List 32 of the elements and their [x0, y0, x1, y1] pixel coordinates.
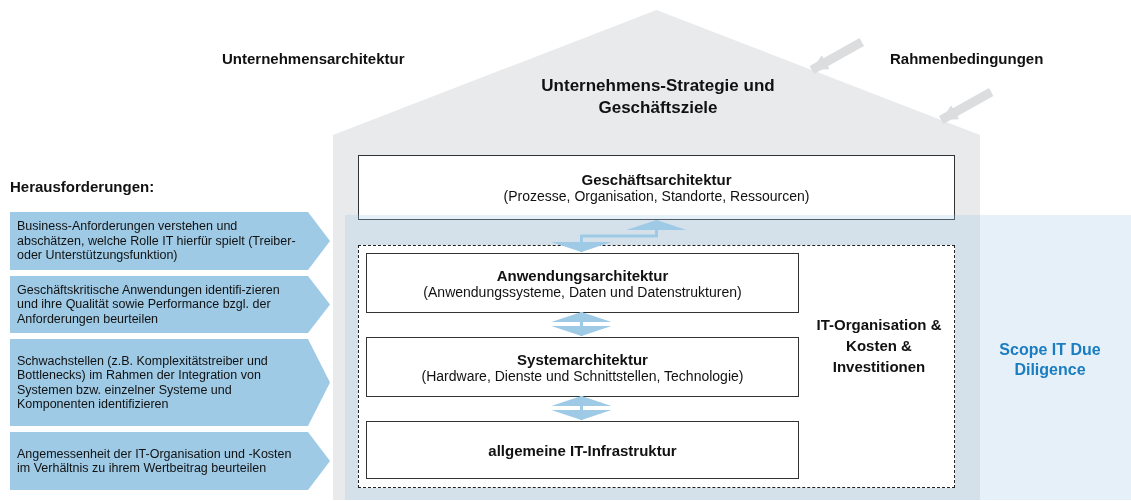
layer-title: allgemeine IT-Infrastruktur [488, 441, 677, 459]
layer-box [366, 253, 799, 313]
layer-box [358, 155, 955, 220]
challenge-tag [10, 432, 330, 490]
arrow [939, 88, 994, 124]
challenge-text: Angemessenheit der IT-Organisation und -Kosten im Verhältnis zu ihrem Wertbeitrag beurteilen [17, 446, 293, 476]
dashed-frame [358, 245, 955, 488]
heading-label: Herausforderungen: [10, 178, 155, 195]
layer-title: Anwendungsarchitektur [496, 266, 669, 284]
challenge-text: Schwachstellen (z.B. Komplexitätstreiber und Bottlenecks) im Rahmen der Integration von Systemen bzw. einzelner Systeme und Komponenten identifizieren [17, 353, 269, 412]
challenge-tag [10, 212, 330, 270]
layer-title: Geschäftsarchitektur [581, 171, 732, 188]
arrow [809, 38, 864, 74]
layer-title: Systemarchitektur [517, 350, 648, 368]
heading-label: Unternehmensarchitektur [222, 50, 405, 67]
arrow [551, 220, 687, 252]
heading-label: Rahmenbedingungen [890, 50, 1044, 67]
layer-description: (Prozesse, Organisation, Standorte, Ressourcen) [503, 188, 810, 204]
layer-box [366, 337, 799, 397]
frame-label: IT-Organisation & Kosten & Investitionen [815, 315, 943, 377]
layer-box [366, 421, 799, 479]
roof-title: Unternehmens-Strategie und Geschäftsziele [540, 75, 776, 119]
layer-description: (Hardware, Dienste und Schnittstellen, Technologie) [421, 367, 744, 384]
challenge-text: Business-Anforderungen verstehen und abschätzen, welche Rolle IT hierfür spielt (Treiber- oder Unterstützungsfunktion) [17, 219, 297, 263]
arrow [551, 312, 612, 336]
layer-description: (Anwendungssysteme, Daten und Datenstrukturen) [423, 283, 742, 300]
arrow [551, 396, 612, 420]
challenge-tag [10, 339, 330, 426]
challenge-text: Geschäftskritische Anwendungen identifi-zieren und ihre Qualität sowie Performance bzgl. der Anforderungen beurteilen [17, 282, 281, 327]
scope-label: Scope IT Due Diligence [998, 340, 1102, 380]
challenge-tag [10, 276, 330, 333]
scope-band [345, 215, 1131, 500]
